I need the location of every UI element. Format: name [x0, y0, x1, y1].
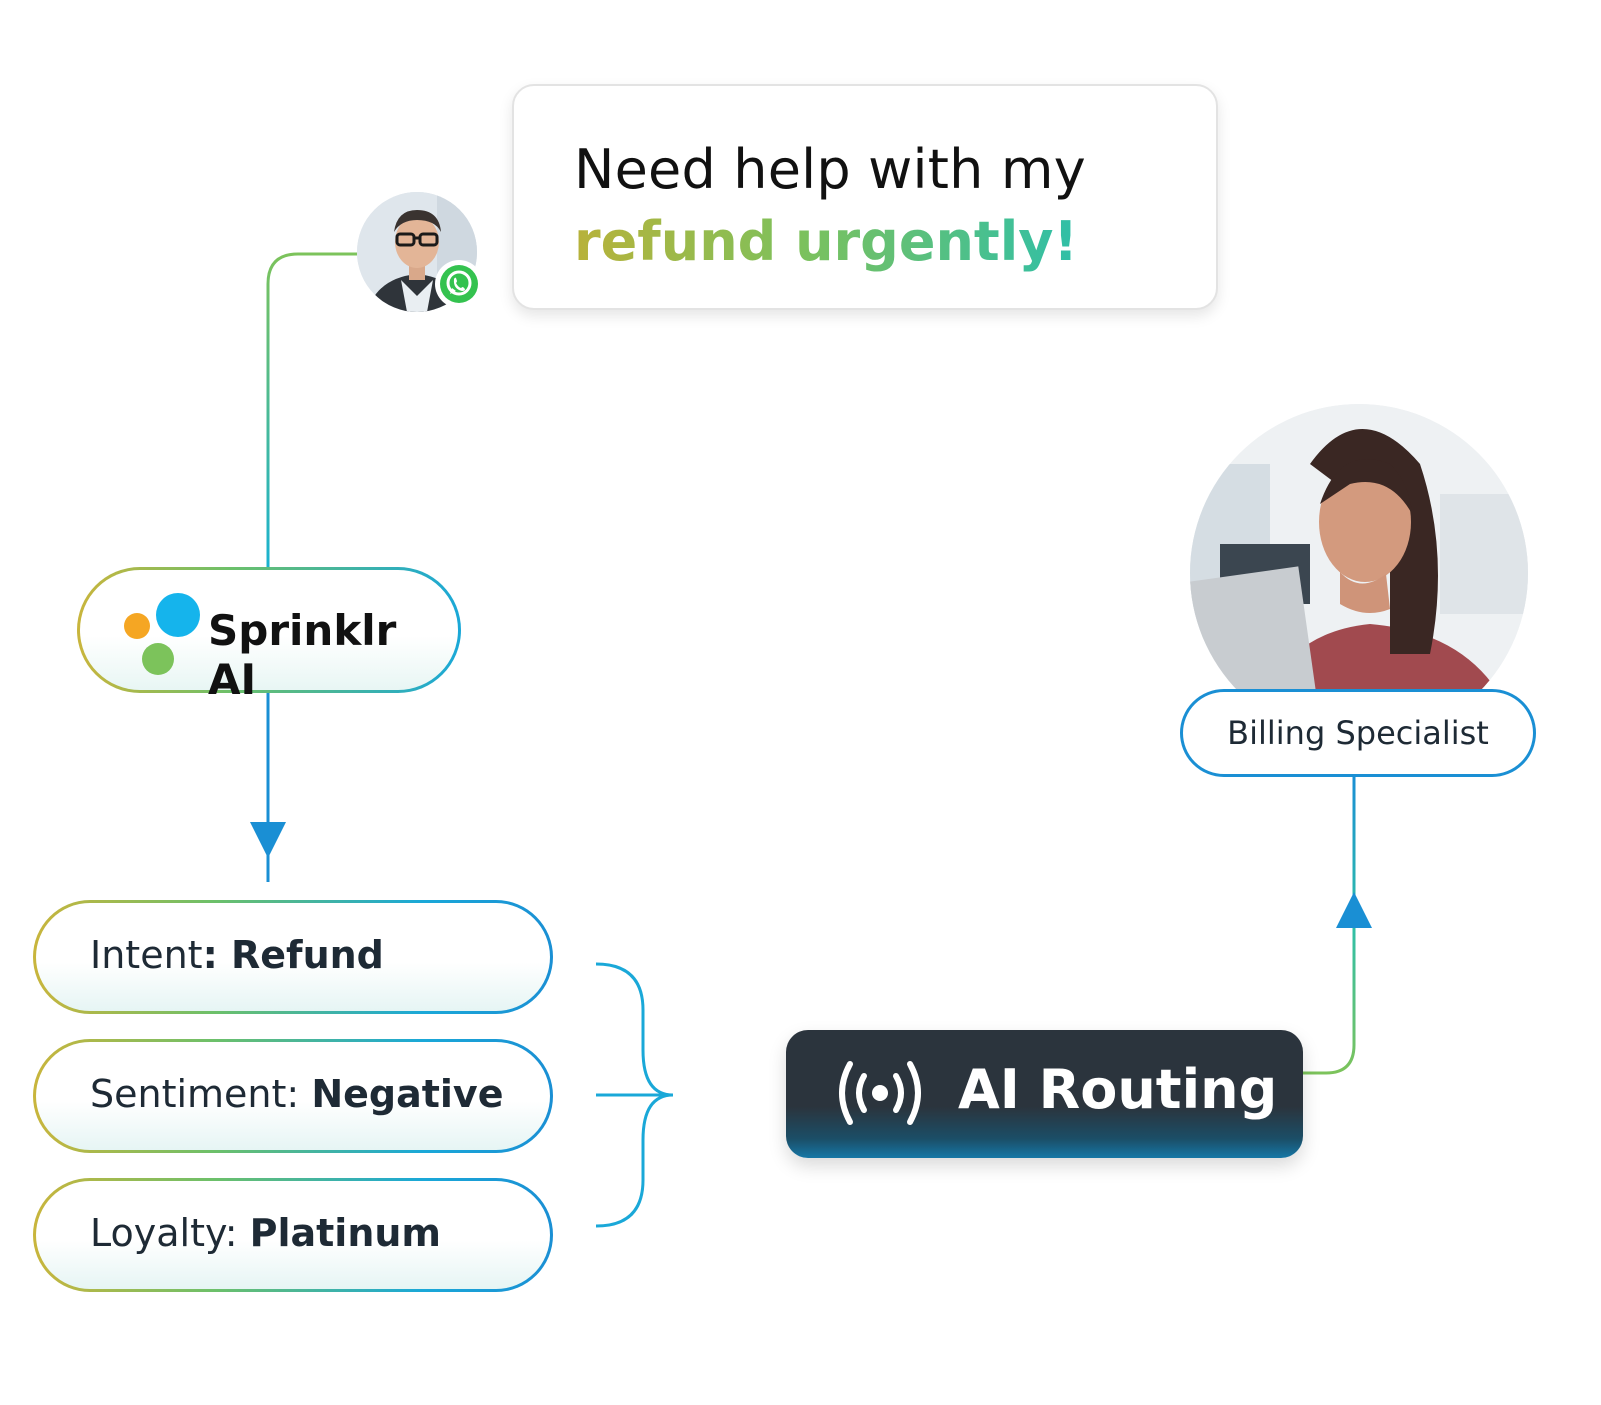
chat-message-line1: Need help with my [574, 138, 1086, 201]
attribute-key: Loyalty [90, 1211, 225, 1255]
arrow-down-icon [250, 822, 286, 858]
chat-bubble: Need help with my refund urgently! [512, 84, 1218, 310]
chat-message-line2: refund urgently! [574, 210, 1079, 273]
attribute-text: Intent: Refund [90, 933, 384, 977]
ai-routing-box: AI Routing [786, 1030, 1303, 1158]
attribute-pill-intent: Intent: Refund [33, 900, 553, 1014]
attribute-text: Sentiment: Negative [90, 1072, 504, 1116]
attribute-value: : Refund [202, 933, 384, 977]
arrow-up-icon [1336, 892, 1372, 928]
agent-avatar [1190, 404, 1528, 742]
customer-avatar [357, 192, 477, 312]
agent-photo-icon [1190, 404, 1528, 742]
sprinklr-logo-icon [124, 593, 200, 675]
bracket-intent [595, 962, 674, 1097]
sprinklr-ai-pill: Sprinklr AI [77, 567, 461, 704]
attribute-key: Intent [90, 933, 203, 977]
ai-routing-label: AI Routing [958, 1058, 1278, 1121]
broadcast-icon [839, 1061, 921, 1125]
connector-routing-to-specialist [1303, 777, 1356, 1075]
attribute-value: Platinum [249, 1211, 442, 1255]
attribute-pill-sentiment: Sentiment: Negative [33, 1039, 553, 1153]
attribute-key: Sentiment [90, 1072, 287, 1116]
billing-specialist-pill: Billing Specialist [1180, 689, 1536, 777]
sprinklr-ai-label: Sprinklr AI [208, 606, 397, 704]
whatsapp-icon [435, 260, 483, 308]
attribute-pill-loyalty: Loyalty: Platinum [33, 1178, 553, 1292]
attribute-value: Negative [311, 1072, 504, 1116]
connector-avatar-to-sprinklr [266, 252, 357, 567]
billing-specialist-label: Billing Specialist [1227, 714, 1489, 752]
attribute-text: Loyalty: Platinum [90, 1211, 442, 1255]
bracket-loyalty [595, 1093, 674, 1228]
